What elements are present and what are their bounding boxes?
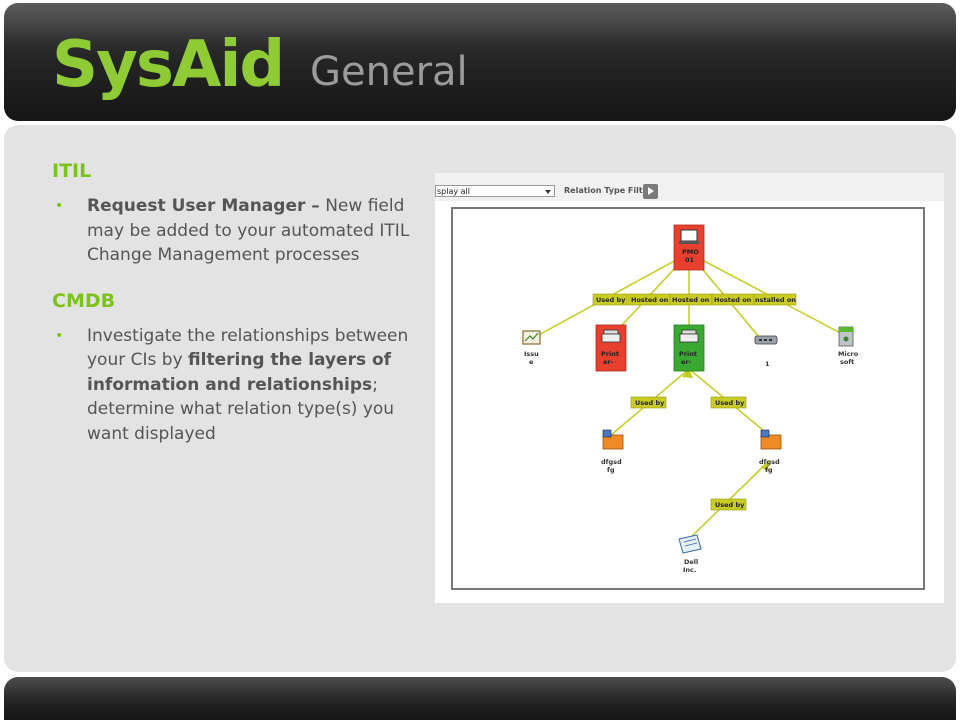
edge-label: [592, 293, 628, 306]
itil-bullet-bold: Request User Manager –: [87, 196, 320, 216]
edge-label: [710, 396, 747, 409]
document-icon: [678, 534, 702, 554]
play-icon[interactable]: [643, 184, 658, 199]
edge-label-hosted-on: Hosted on: [631, 296, 669, 304]
edge-label-installed-on: nstalled on: [755, 296, 796, 304]
relation-graph: Used by Hosted on Hosted on Hosted on ns…: [522, 224, 859, 574]
node-printer-red[interactable]: Print er-: [595, 324, 627, 372]
arrow-head: [682, 369, 693, 378]
edge-label-used-by: Used by: [715, 501, 745, 509]
edge-label: [710, 498, 747, 511]
node-label: Print: [601, 350, 619, 358]
slide-title: General: [310, 49, 468, 95]
edge-labels-top: Used by Hosted on Hosted on Hosted on ns…: [592, 293, 797, 306]
node-switch[interactable]: 1: [754, 335, 778, 368]
graph-toolbar: splay all Relation Type Filter: [435, 173, 944, 201]
display-select-value: splay all: [437, 187, 470, 196]
footer-bar: [4, 677, 956, 720]
printer-icon: [603, 329, 619, 335]
edge-label-used-by: Used by: [596, 296, 626, 304]
edge-label-used-by: Used by: [635, 399, 665, 407]
node-label: dfgsd: [759, 458, 780, 466]
node-label: fg: [765, 466, 773, 474]
chevron-down-icon[interactable]: [545, 190, 551, 194]
itil-bullet-text: New field may be added to your automated…: [87, 196, 410, 265]
node-pmo[interactable]: PMO 01: [673, 224, 705, 271]
node-label: Micro: [838, 350, 859, 358]
node-label: er-: [603, 358, 614, 366]
cmdb-bullet-bold: filtering the layers of information and …: [87, 350, 392, 395]
cmdb-bullet: Investigate the relationships between yo…: [52, 324, 412, 447]
node-dell[interactable]: Dell Inc.: [678, 534, 702, 574]
edge-label-hosted-on: Hosted on: [672, 296, 710, 304]
header-bar: SysAid General: [4, 3, 956, 121]
laptop-icon: [680, 229, 698, 242]
workstation-icon: [602, 434, 624, 450]
cmdb-bullet-text-1: Investigate the relationships between yo…: [87, 325, 409, 371]
node-label: 01: [685, 256, 695, 264]
node-label: e: [529, 358, 534, 366]
node-dfgsdfg-left[interactable]: dfgsd fg: [601, 429, 624, 474]
node-issue[interactable]: Issu e: [522, 330, 541, 366]
node-label: fg: [607, 466, 615, 474]
text-column: ITIL Request User Manager – New field ma…: [52, 160, 412, 468]
workstation-icon: [760, 434, 782, 450]
graph-canvas: Used by Hosted on Hosted on Hosted on ns…: [451, 207, 925, 590]
node-label: 1: [765, 360, 770, 368]
relation-graph-screenshot: splay all Relation Type Filter: [435, 173, 944, 603]
sysaid-logo: SysAid: [52, 28, 285, 102]
edge-label: [630, 396, 667, 409]
node-label: PMO: [682, 248, 699, 256]
node-printer-green[interactable]: Print er-: [673, 324, 705, 372]
node-label: Print: [679, 350, 697, 358]
node-label: soft: [840, 358, 854, 366]
node-software[interactable]: Micro soft: [838, 326, 859, 366]
cmdb-heading: CMDB: [52, 289, 116, 312]
node-label: Issu: [524, 350, 539, 358]
relation-type-filter-label: Relation Type Filter: [564, 186, 653, 195]
node-dfgsdfg-right[interactable]: dfgsd fg: [759, 429, 782, 474]
node-label: Inc.: [683, 566, 696, 574]
itil-bullet: Request User Manager – New field may be …: [52, 194, 412, 268]
arrow-head: [761, 461, 769, 472]
printer-icon: [681, 329, 697, 335]
node-label: Dell: [684, 558, 698, 566]
edge-label-hosted-on: Hosted on: [714, 296, 752, 304]
edge-label: [753, 293, 797, 306]
itil-heading: ITIL: [52, 160, 92, 182]
display-select[interactable]: splay all: [435, 185, 555, 197]
cmdb-bullet-text-2: ; determine what relation type(s) you wa…: [87, 374, 395, 444]
node-label: dfgsd: [601, 458, 622, 466]
node-label: er-: [681, 358, 692, 366]
edge-label-used-by: Used by: [715, 399, 745, 407]
